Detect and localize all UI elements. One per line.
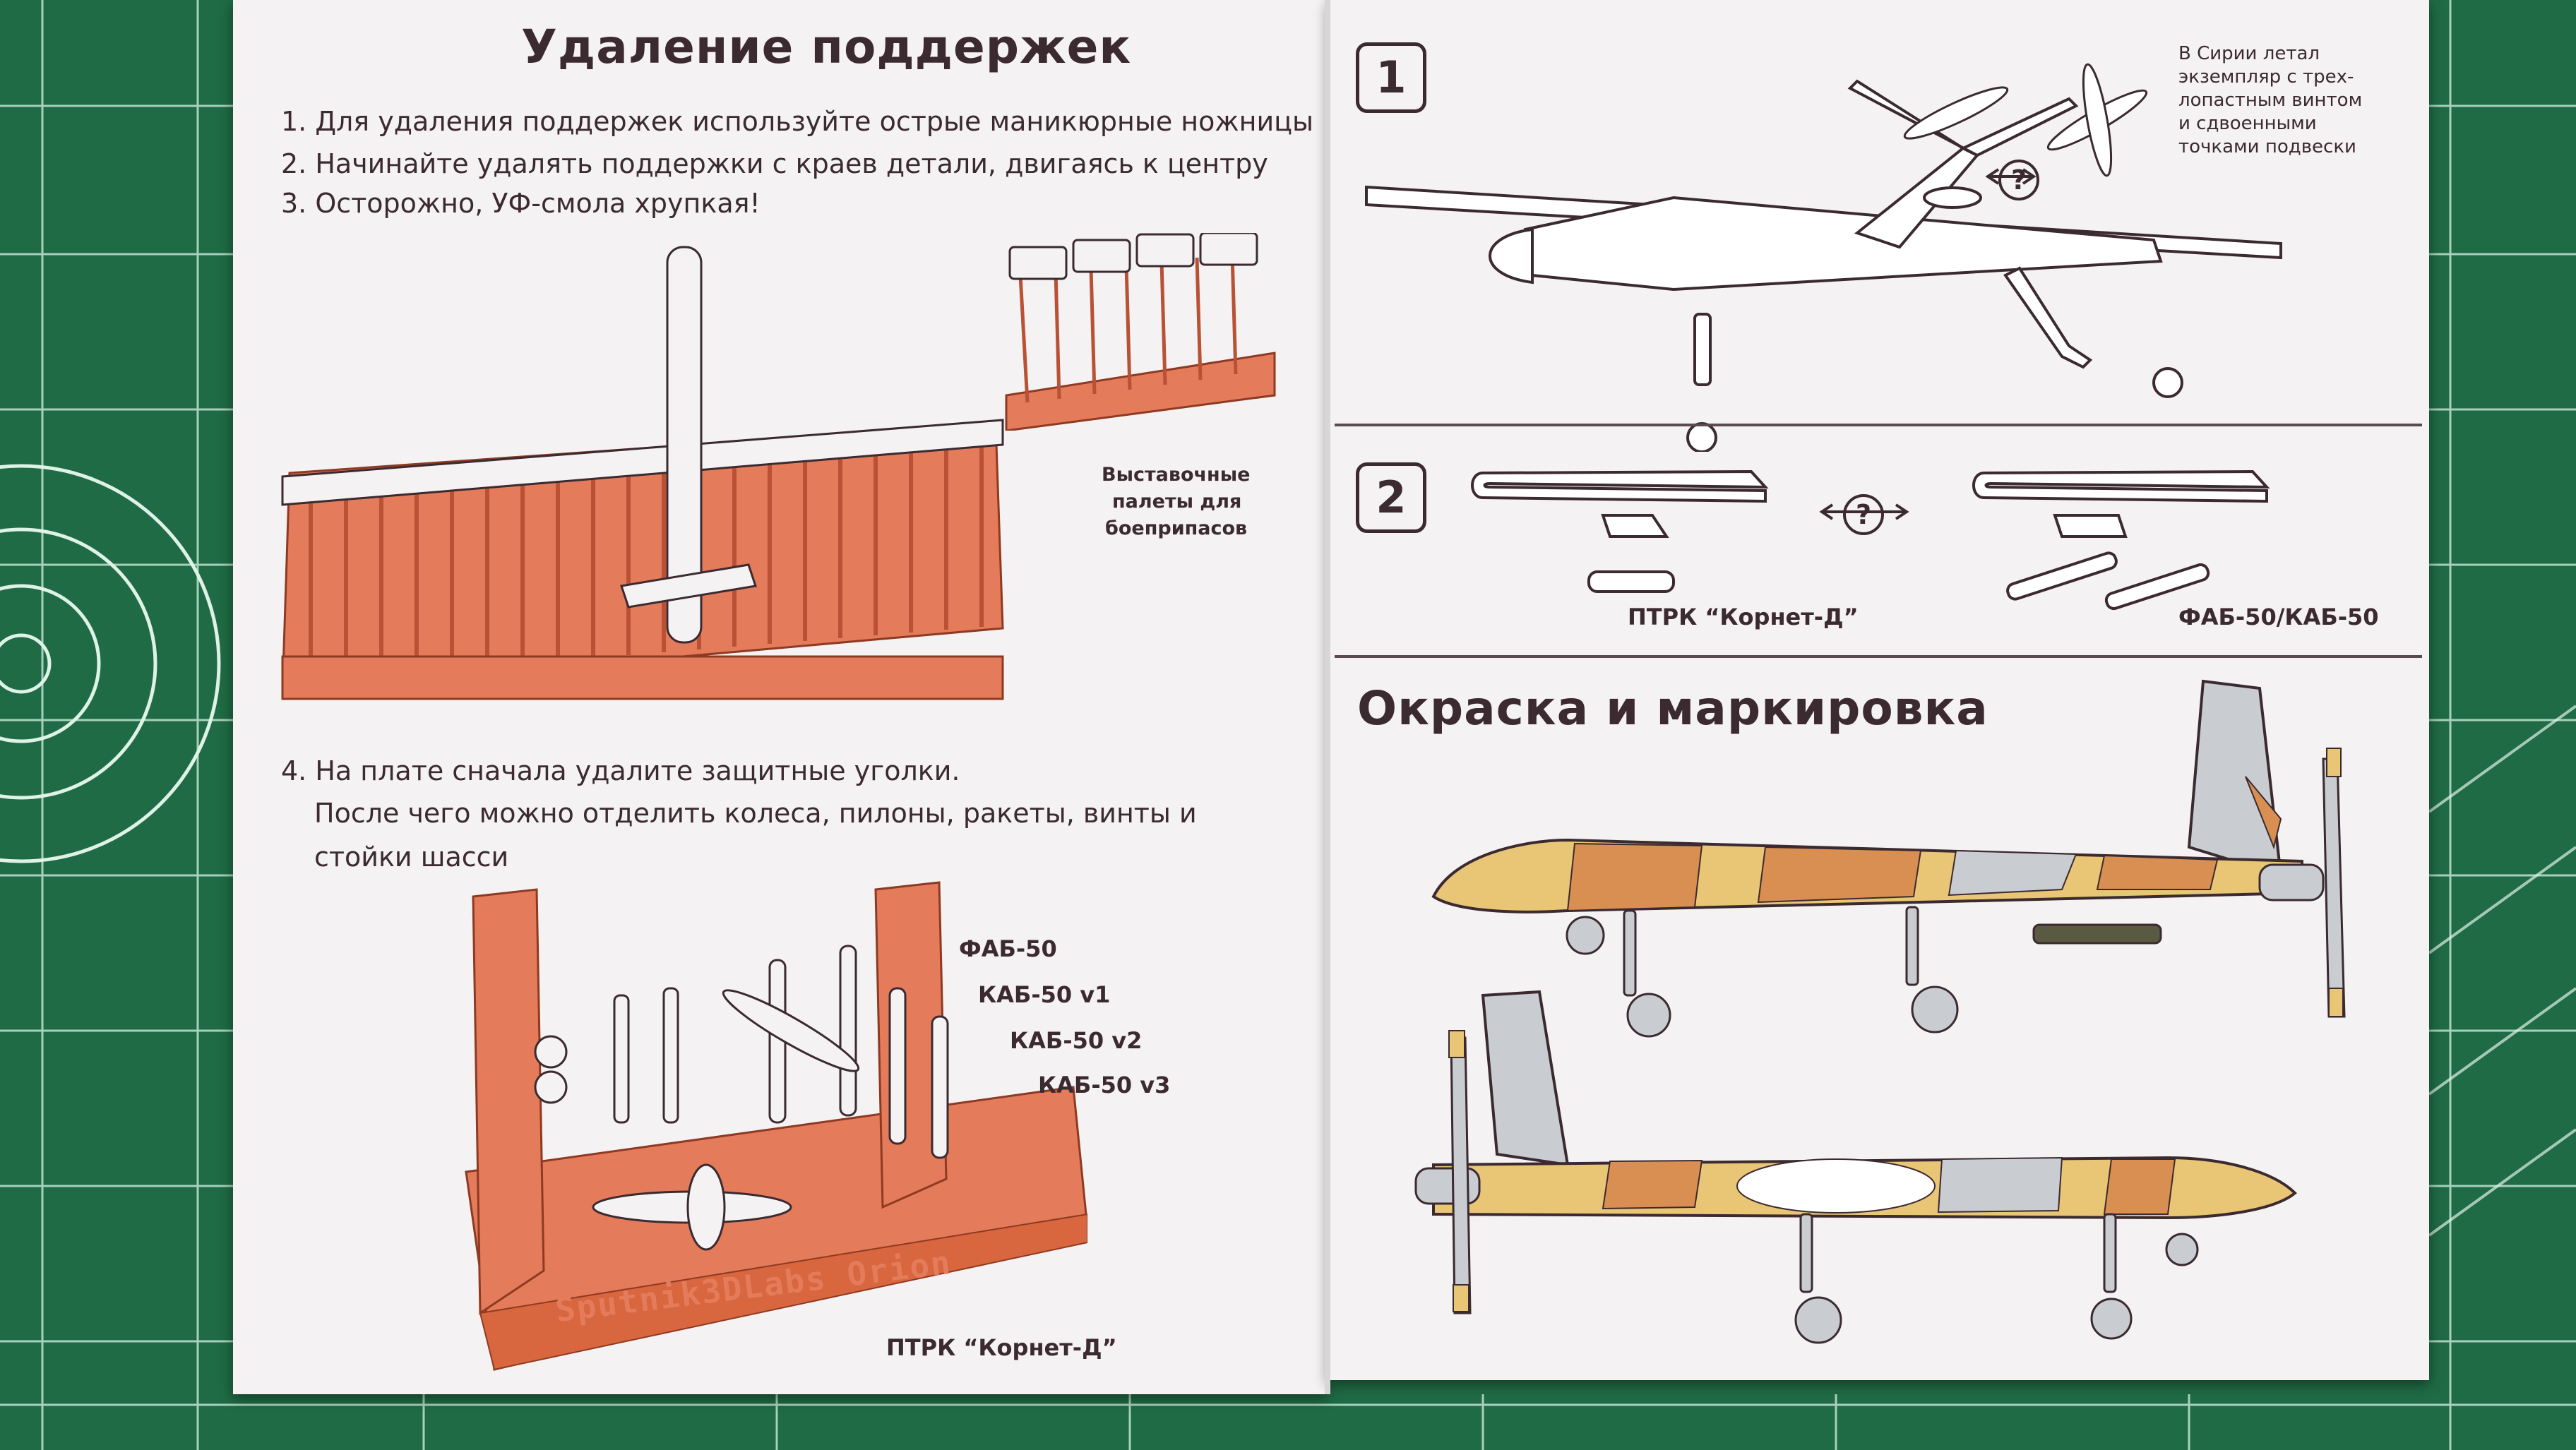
pallets-label-line-1: Выставочные — [1102, 464, 1251, 486]
syria-note-line-5: точками подвески — [2178, 136, 2356, 157]
pallets-label-line-3: боеприпасов — [1105, 517, 1248, 539]
step-2-text: 2. Начинайте удалять поддержки с краев д… — [281, 148, 1268, 179]
kornet-d-label-right: ПТРК “Корнет-Д” — [1628, 604, 1859, 630]
step-1-text: 1. Для удаления поддержек используйте ос… — [281, 106, 1314, 137]
step-4-text-line-2: После чего можно отделить колеса, пилоны… — [314, 798, 1197, 829]
fab-50-label: ФАБ-50 — [959, 935, 1057, 962]
painting-scheme-side-view-1 — [1431, 679, 2346, 1038]
assembly-step-2-illustration — [1471, 469, 2270, 611]
kab-50-v3-label: КАБ-50 v3 — [1038, 1072, 1171, 1098]
step-2-option-mark: ? — [1843, 494, 1884, 535]
support-removal-title: Удаление поддержек — [521, 20, 1132, 74]
syria-note-line-2: экземпляр с трех- — [2178, 66, 2354, 88]
step-2-badge: 2 — [1356, 462, 1426, 533]
kab-50-v1-label: КАБ-50 v1 — [978, 981, 1111, 1008]
syria-note-line-3: лопастным винтом — [2178, 90, 2363, 111]
step-1-badge: 1 — [1356, 42, 1426, 113]
parts-plate-illustration — [465, 881, 1087, 1371]
step-4-text-line-3: стойки шасси — [314, 841, 509, 873]
syria-note-line-4: и сдвоенными — [2178, 113, 2317, 134]
drone-on-supports-illustration — [281, 246, 1004, 700]
section-divider-2 — [1335, 655, 2422, 658]
kab-50-v2-label: КАБ-50 v2 — [1010, 1027, 1143, 1054]
paint-and-markings-title: Окраска и маркировка — [1357, 681, 1988, 736]
display-pallets-illustration — [1005, 233, 1276, 431]
step-3-text: 3. Осторожно, УФ-смола хрупкая! — [281, 188, 761, 219]
syria-note-line-1: В Сирии летал — [2178, 43, 2320, 64]
assembly-step-1-illustration — [1365, 63, 2282, 452]
step-1-option-mark: ? — [1998, 160, 2039, 200]
step-4-text-line-1: 4. На плате сначала удалите защитные уго… — [281, 755, 960, 786]
kornet-d-label-left: ПТРК “Корнет-Д” — [886, 1334, 1117, 1361]
pallets-label-line-2: палеты для — [1112, 491, 1242, 513]
page-fold — [1325, 0, 1330, 1394]
painting-scheme-side-view-2 — [1414, 990, 2297, 1344]
fab-kab-50-label: ФАБ-50/КАБ-50 — [2178, 604, 2379, 630]
section-divider-1 — [1335, 424, 2422, 426]
